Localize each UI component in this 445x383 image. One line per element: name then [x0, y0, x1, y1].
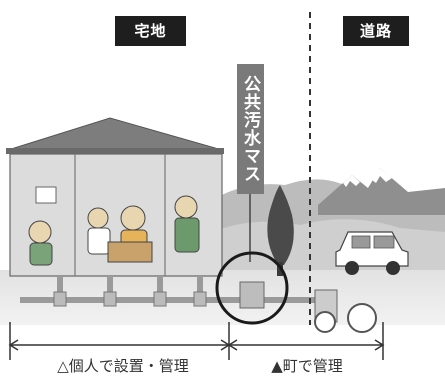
public-sewer-box: [239, 281, 265, 309]
responsibility-brackets: [8, 322, 385, 360]
house-window: [35, 186, 57, 204]
roof-eave: [6, 148, 224, 154]
mountain-snow: [343, 168, 392, 187]
public-box-highlight-circle: [215, 251, 289, 325]
people-figures: [28, 195, 200, 266]
sewer-main-outer: [314, 311, 336, 333]
public-sewer-box-label: 公共汚水マス: [237, 64, 264, 194]
yard-label: 宅地: [115, 16, 186, 46]
road-label: 道路: [343, 16, 409, 46]
pipe-fittings: [53, 291, 207, 307]
tree: [267, 185, 294, 265]
town-management-label: ▲町で管理: [271, 357, 343, 375]
car: [335, 231, 409, 275]
individual-management-label: △個人で設置・管理: [57, 357, 189, 375]
house-roof: [7, 117, 223, 151]
sewer-main: [347, 303, 377, 333]
